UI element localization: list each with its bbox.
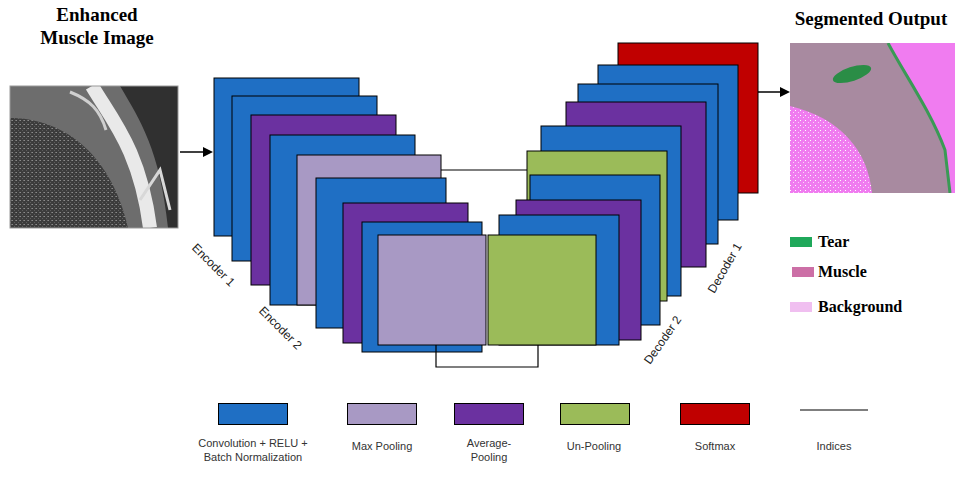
arrow-line	[758, 91, 781, 93]
legend-text: Average-Pooling	[459, 437, 519, 465]
encoder-layers	[214, 78, 486, 352]
image-heading-node: Enhanced Muscle Image	[27, 4, 167, 50]
legend-swatch	[454, 403, 524, 425]
legend-text: Background	[818, 297, 948, 317]
legend-swatch	[218, 403, 288, 425]
part-label: Decoder 1	[705, 241, 745, 296]
legend-text: Softmax	[670, 440, 760, 454]
part-label: Decoder 2	[641, 313, 684, 366]
heading-text: Segmented Output	[788, 8, 954, 31]
indices-line	[441, 169, 527, 170]
output-image	[790, 43, 955, 193]
part-label: Encoder 2	[256, 304, 305, 353]
indices-line	[436, 345, 538, 367]
arrow-head	[780, 87, 790, 97]
part-label: Encoder 1	[189, 241, 238, 290]
legend-swatch	[680, 403, 750, 425]
legend-text: Muscle	[818, 262, 948, 282]
indices-sample	[800, 409, 868, 410]
legend-swatch	[347, 403, 417, 425]
legend-text: Max Pooling	[337, 440, 427, 454]
legend-text: Un-Pooling	[549, 440, 639, 454]
legend-text: Tear	[818, 232, 948, 252]
legend-text: Convolution + RELU + Batch Normalization	[194, 437, 312, 465]
image-heading-node: Segmented Output	[788, 8, 954, 31]
legend-swatch	[792, 267, 814, 277]
input-image	[10, 86, 178, 228]
decoder-layers	[488, 43, 758, 345]
heading-text: Enhanced Muscle Image	[27, 4, 167, 50]
image-frame	[10, 86, 178, 228]
legend-swatch	[560, 403, 630, 425]
legend-swatch	[790, 237, 812, 247]
legend-swatch	[790, 302, 812, 312]
legend-text: Indices	[789, 440, 879, 454]
arrow-head	[203, 147, 213, 157]
arrow-line	[180, 151, 204, 153]
